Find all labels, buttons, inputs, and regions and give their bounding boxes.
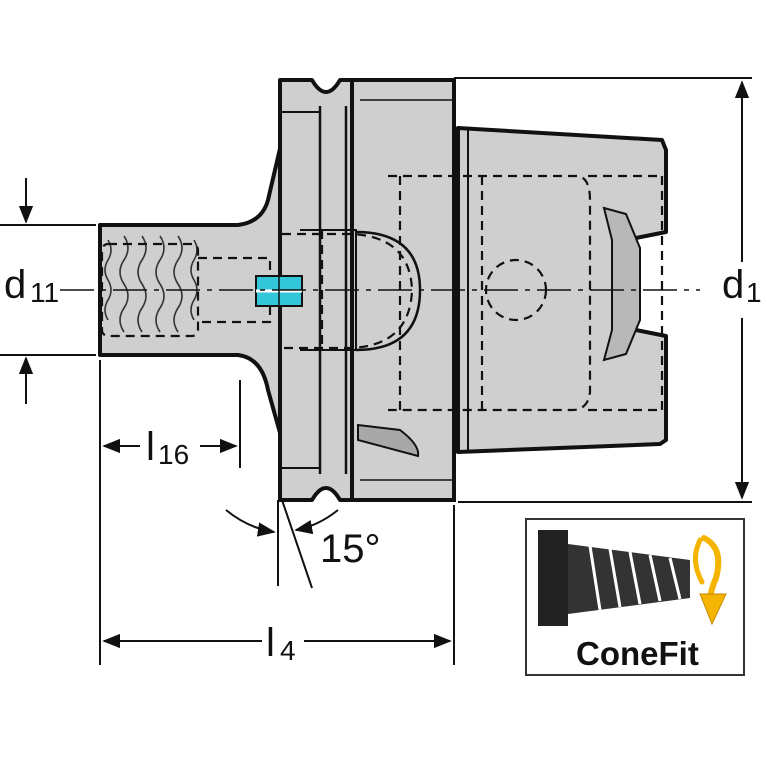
dim-l4-subscript: 4: [280, 635, 296, 666]
angle-label: 15°: [320, 527, 381, 571]
dim-l16-subscript: 16: [158, 439, 189, 470]
dimensions: [0, 77, 752, 665]
dim-l4-label: l: [266, 621, 275, 665]
thread-texture: [104, 235, 198, 333]
dim-d11-label: d: [4, 263, 26, 307]
conefit-badge: ConeFit: [525, 518, 745, 676]
conefit-thread-icon: [538, 530, 690, 626]
conefit-brand-text: ConeFit: [576, 635, 699, 672]
dim-d1-label: d: [722, 263, 744, 307]
dim-d11-subscript: 11: [30, 277, 59, 308]
dim-l16-label: l: [146, 425, 155, 469]
dim-d1-subscript: 1: [746, 277, 762, 308]
rotate-arrow-icon: [693, 535, 727, 626]
